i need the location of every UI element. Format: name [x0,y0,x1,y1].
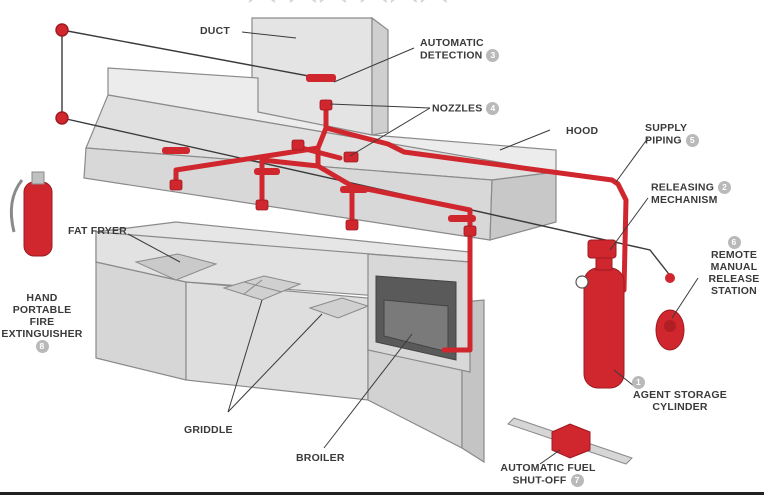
hand-extinguisher-label: HAND PORTABLE FIRE EXTINGUISHER 8 [0,292,84,353]
nozzles-text: NOZZLES [432,102,483,115]
fuel-line [507,417,633,465]
hand-line4: EXTINGUISHER [1,328,83,340]
badge-8: 8 [35,340,49,353]
releasing-mechanism [587,239,617,259]
agent-storage-cylinder [575,253,625,389]
badge-6-row: 6 [708,236,760,249]
badge-4: 4 [486,102,500,115]
fuel-shutoff-valve [551,423,591,459]
broiler-label: BROILER [296,452,345,464]
fuel-line2-text: SHUT-OFF [512,474,567,487]
releasing-mechanism-line2: MECHANISM [651,194,718,206]
cooking-line [95,221,485,464]
agent-line2: CYLINDER [652,401,708,413]
leader-lines [127,31,699,465]
remote-line1: REMOTE [710,249,758,261]
hand-line3: FIRE [29,316,55,328]
badge-6: 6 [727,236,741,249]
remote-line3: RELEASE [708,273,760,285]
badge-8-row: 8 [0,340,84,353]
detection-line [55,23,673,279]
hand-line1: HAND [26,292,58,304]
badge-1-row: 1 [624,376,736,389]
badge-3: 3 [486,49,500,62]
hood-label: HOOD [566,125,599,137]
agent-storage-label: 1 AGENT STORAGE CYLINDER [624,376,736,413]
badge-2: 2 [718,181,732,194]
remote-release-station [655,273,685,351]
bottom-border [0,492,764,495]
fuel-line1: AUTOMATIC FUEL [500,462,596,474]
remote-line2: MANUAL [710,261,758,273]
fire-extinguisher [9,171,53,257]
griddle-label: GRIDDLE [184,424,233,436]
duct-label: DUCT [200,25,230,37]
supply-piping-line1: SUPPLY [645,122,688,134]
automatic-detection-line1: AUTOMATIC [420,37,484,49]
releasing-mechanism-line1-text: RELEASING [651,181,715,194]
automatic-detection-line2-text: DETECTION [420,49,483,62]
badge-1: 1 [632,376,645,389]
watermark: ⌒ ⌒⌒ ⌒⌒⌒ [248,0,450,26]
fat-fryer-label: FAT FRYER [68,225,127,237]
remote-release-label: 6 REMOTE MANUAL RELEASE STATION [708,236,760,297]
supply-piping [173,99,629,353]
agent-line1: AGENT STORAGE [633,389,727,401]
badge-5: 5 [685,134,699,147]
hand-line2: PORTABLE [12,304,72,316]
badge-7: 7 [570,474,584,487]
supply-piping-line2-text: PIPING [645,134,682,147]
nozzle [169,99,477,237]
remote-line4: STATION [711,285,757,297]
